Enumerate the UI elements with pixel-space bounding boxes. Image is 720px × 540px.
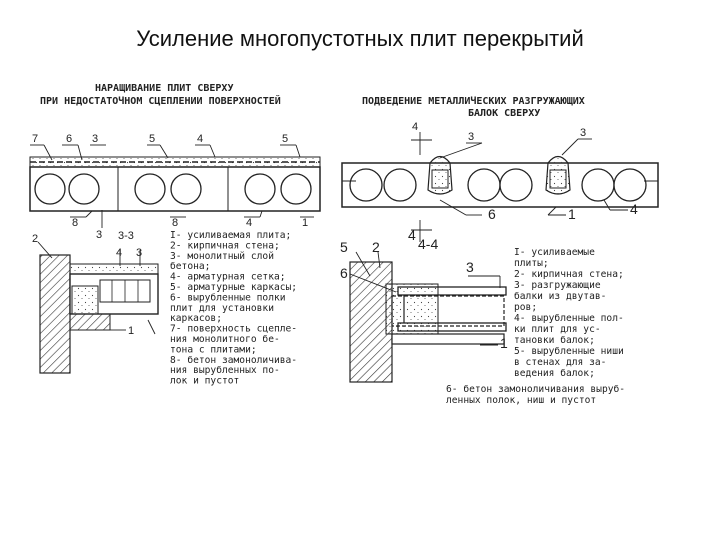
right-legend: I- усиливаемые плиты;2- кирпичная стена;… xyxy=(514,247,624,379)
callout-number: 6 xyxy=(488,206,496,222)
slab-void xyxy=(170,173,202,205)
legend-line: тановки балок; xyxy=(514,334,595,346)
legend-line: ния монолитного бе- xyxy=(170,333,280,345)
slab-void xyxy=(581,168,615,202)
slab-void xyxy=(467,168,501,202)
legend-line: 7- поверхность сцепле- xyxy=(170,324,297,335)
callout-number: 1 xyxy=(302,217,308,229)
legend-line: I- усиливаемые xyxy=(514,247,595,258)
legend-line: лок и пустот xyxy=(170,376,239,387)
right-section-4-4 xyxy=(349,251,507,383)
slab-void xyxy=(383,168,417,202)
callout-number: 2 xyxy=(32,233,38,245)
legend-line: плиты; xyxy=(514,258,549,269)
left-legend: I- усиливаемая плита;2- кирпичная стена;… xyxy=(170,230,297,387)
right-header-line2: БАЛОК СВЕРХУ xyxy=(468,108,540,119)
left-panel: НАРАЩИВАНИЕ ПЛИТ СВЕРХУ ПРИ НЕДОСТАТОЧНО… xyxy=(29,83,321,387)
legend-line: ленных полок, ниш и пустот xyxy=(446,395,596,406)
callout-number: 8 xyxy=(172,217,178,229)
left-slab-elevation xyxy=(29,156,321,212)
legend-line: балки из двутав- xyxy=(514,290,606,302)
callout-number: 4 xyxy=(116,247,122,259)
legend-line: 5- вырубленные ниши xyxy=(514,345,624,357)
legend-line: ведения балок; xyxy=(514,367,595,379)
callout-number: 2 xyxy=(372,239,380,255)
callout-number: 3 xyxy=(136,247,142,259)
legend-line: 6- вырубленные полки xyxy=(170,291,286,303)
left-section-3-3 xyxy=(37,241,159,374)
legend-line: 3- разгружающие xyxy=(514,280,601,291)
callout-number: 4 xyxy=(408,227,416,243)
callout-number: 8 xyxy=(72,217,78,229)
callout-number: 3 xyxy=(580,127,586,139)
left-section-label: 3-3 xyxy=(118,230,134,242)
legend-line: 8- бетон замоноличива- xyxy=(170,354,297,366)
legend-line: бетона; xyxy=(170,260,210,272)
callout-number: 4 xyxy=(412,121,418,133)
legend-line: 4- арматурная сетка; xyxy=(170,272,286,283)
legend-line: каркасов; xyxy=(170,313,222,324)
callout-number: 3 xyxy=(92,133,98,145)
callout-number: 3 xyxy=(466,259,474,275)
callout-number: 3 xyxy=(96,229,102,241)
left-header-line1: НАРАЩИВАНИЕ ПЛИТ СВЕРХУ xyxy=(95,83,233,94)
legend-line: I- усиливаемая плита; xyxy=(170,230,291,241)
left-header-line2: ПРИ НЕДОСТАТОЧНОМ СЦЕПЛЕНИИ ПОВЕРХНОСТЕЙ xyxy=(40,94,281,107)
slab-void xyxy=(34,173,66,205)
callout-number: 1 xyxy=(500,335,508,351)
slab-void xyxy=(244,173,276,205)
legend-line: 2- кирпичная стена; xyxy=(170,240,280,251)
slab-void xyxy=(613,168,647,202)
callout-number: 5 xyxy=(149,133,155,145)
slab-void xyxy=(280,173,312,205)
callout-number: 5 xyxy=(340,239,348,255)
callout-number: 6 xyxy=(66,133,72,145)
legend-line: ки плит для ус- xyxy=(514,324,601,335)
right-section-label: 4-4 xyxy=(418,236,438,252)
callout-number: 6 xyxy=(340,265,348,281)
callout-number: 4 xyxy=(246,217,252,229)
legend-line: 5- арматурные каркасы; xyxy=(170,282,297,293)
legend-line: тона с плитами; xyxy=(170,344,257,355)
legend-line: плит для установки xyxy=(170,303,274,314)
right-legend-wide: 6- бетон замоноличивания выруб- ленных п… xyxy=(446,383,625,406)
slab-void xyxy=(349,168,383,202)
page-title: Усиление многопустотных плит перекрытий xyxy=(136,26,584,51)
right-panel: ПОДВЕДЕНИЕ МЕТАЛЛИЧЕСКИХ РАЗГРУЖАЮЩИХ БА… xyxy=(340,95,659,406)
right-slab-elevation xyxy=(341,155,659,208)
callout-number: 3 xyxy=(468,131,474,143)
callout-number: 4 xyxy=(197,133,203,145)
legend-line: 2- кирпичная стена; xyxy=(514,269,624,280)
legend-line: ния вырубленных по- xyxy=(170,364,280,376)
callout-number: 1 xyxy=(568,206,576,222)
legend-line: ров; xyxy=(514,302,537,313)
legend-line: 6- бетон замоноличивания выруб- xyxy=(446,383,625,395)
legend-line: 3- монолитный слой xyxy=(170,250,274,262)
slab-void xyxy=(68,173,100,205)
right-header-line1: ПОДВЕДЕНИЕ МЕТАЛЛИЧЕСКИХ РАЗГРУЖАЮЩИХ xyxy=(362,95,585,107)
slab-void xyxy=(134,173,166,205)
callout-number: 5 xyxy=(282,133,288,145)
callout-number: 1 xyxy=(128,325,134,337)
legend-line: 4- вырубленные пол- xyxy=(514,312,624,324)
callout-number: 4 xyxy=(630,201,638,217)
legend-line: в стенах для за- xyxy=(514,357,606,368)
slab-void xyxy=(499,168,533,202)
callout-number: 7 xyxy=(32,133,38,145)
